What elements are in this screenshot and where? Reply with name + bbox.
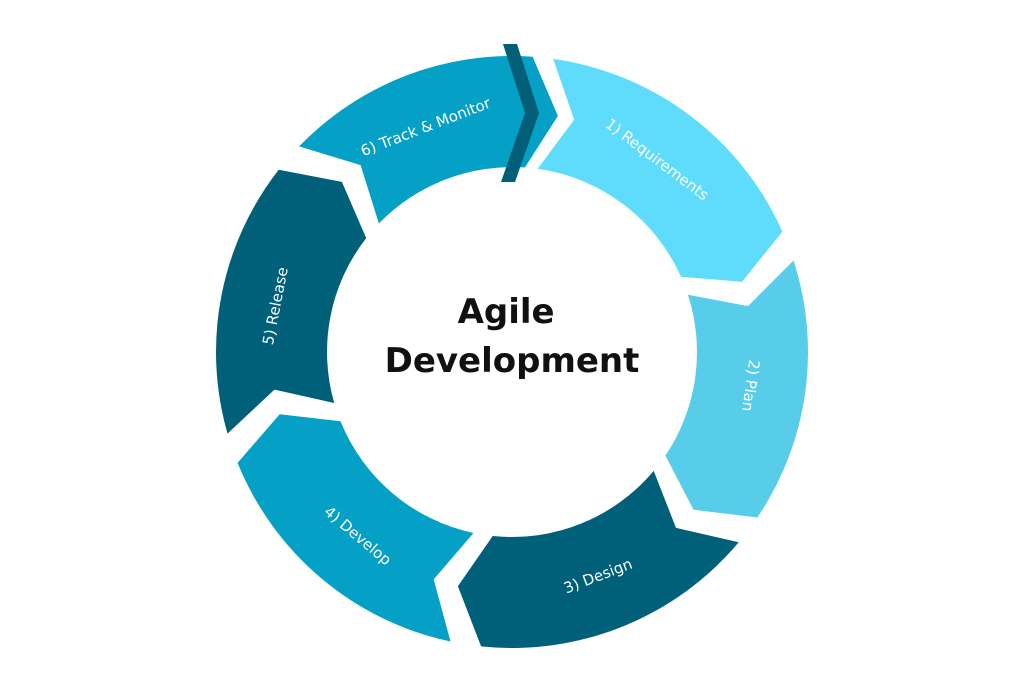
center-title: Agile Development <box>385 292 640 381</box>
segment-1 <box>537 58 783 282</box>
cycle-segments <box>216 55 808 649</box>
center-title-line-2: Development <box>385 341 640 381</box>
segment-5 <box>216 169 367 434</box>
cycle-start-chevron <box>501 44 539 182</box>
segment-4 <box>237 414 474 642</box>
center-title-line-1: Agile <box>458 292 555 332</box>
segment-6 <box>299 55 558 224</box>
segment-3 <box>457 470 739 649</box>
center-disc <box>344 184 680 520</box>
segment-2 <box>665 260 808 518</box>
